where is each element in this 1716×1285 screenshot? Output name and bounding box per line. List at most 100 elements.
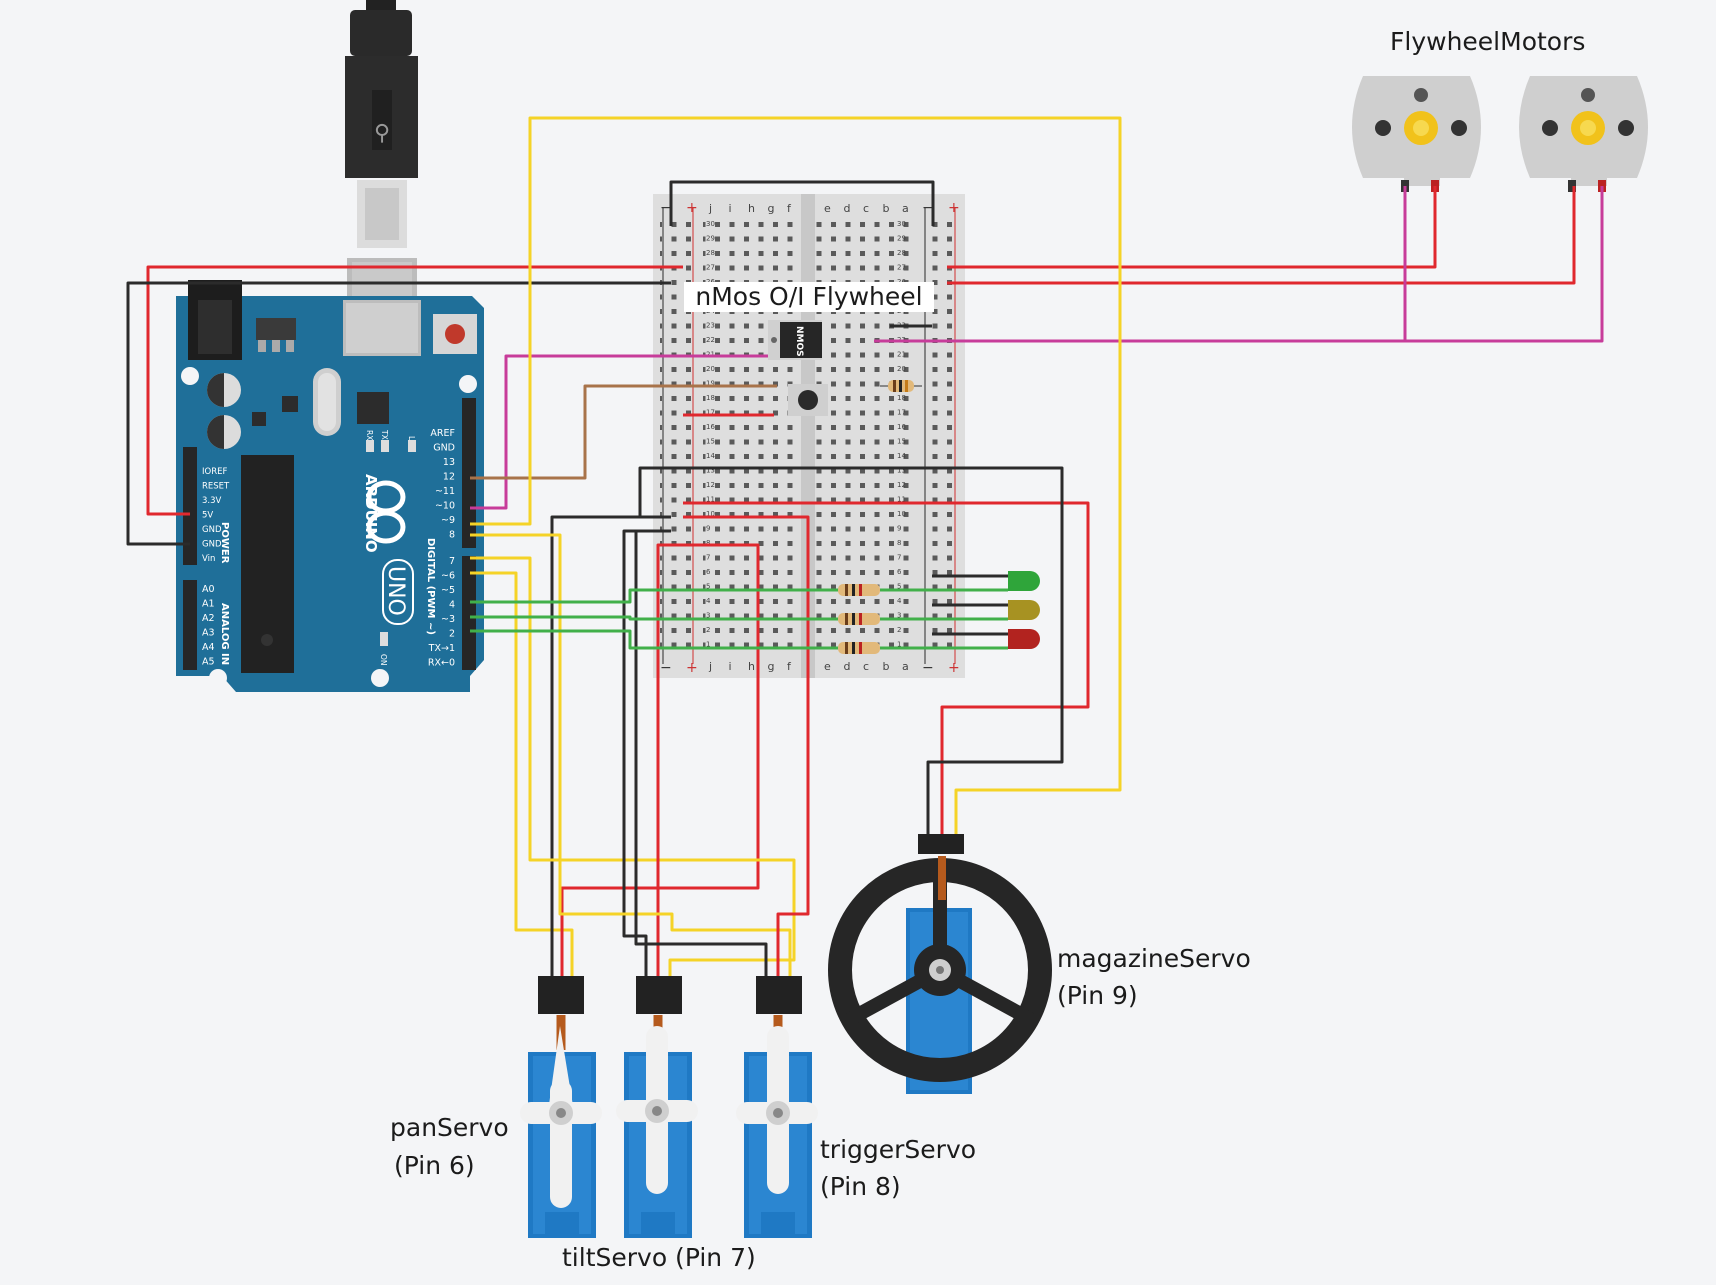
breadboard-column-letter: h xyxy=(748,660,755,673)
breadboard-row-number: 18 xyxy=(897,394,906,402)
board-led-labels: RX TX L ON xyxy=(365,429,416,666)
breadboard-row-number: 28 xyxy=(897,249,906,257)
breadboard-column-letter: i xyxy=(729,660,732,673)
breadboard-row-number: 30 xyxy=(706,220,715,228)
svg-text:RX: RX xyxy=(365,430,374,440)
breadboard-row-number: 12 xyxy=(897,481,906,489)
arduino-brand: ARDUINO xyxy=(362,474,380,553)
breadboard-row-number: 16 xyxy=(897,423,906,431)
magazine-servo-pin-label: (Pin 9) xyxy=(1057,981,1138,1010)
analog-pin-label: A5 xyxy=(202,657,215,668)
wire-motor-return-magenta xyxy=(874,186,1604,343)
digital-pin-label: 12 xyxy=(443,472,455,483)
digital-pin-label: ~10 xyxy=(435,501,455,512)
breadboard-row-number: 20 xyxy=(897,365,906,373)
breadboard-row-number: 22 xyxy=(706,336,715,344)
svg-text:−: − xyxy=(660,660,672,676)
breadboard-row-number: 27 xyxy=(706,264,715,272)
power-pin-label: 3.3V xyxy=(202,496,222,506)
breadboard-column-letter: b xyxy=(883,202,890,215)
power-pin-label: GND xyxy=(202,525,222,535)
breadboard-column-letter: c xyxy=(863,202,869,215)
breadboard-row-number: 30 xyxy=(897,220,906,228)
power-pin-label: RESET xyxy=(202,482,230,492)
breadboard-column-letter: j xyxy=(708,660,712,673)
breadboard-row-number: 14 xyxy=(897,452,906,460)
breadboard-row-number: 10 xyxy=(706,510,715,518)
digital-title: DIGITAL (PWM ~) xyxy=(425,538,436,635)
wires xyxy=(126,116,1604,978)
svg-text:+: + xyxy=(948,660,960,676)
breadboard-row-number: 9 xyxy=(706,525,710,533)
breadboard-column-letter: a xyxy=(902,660,909,673)
wire-motor1-red xyxy=(947,186,1437,269)
breadboard-row-number: 4 xyxy=(897,597,902,605)
breadboard-row-number: 10 xyxy=(897,510,906,518)
nmos-transistor: NMOS xyxy=(768,320,822,360)
svg-text:+: + xyxy=(686,660,698,676)
breadboard-row-number: 2 xyxy=(706,626,710,634)
power-title: POWER xyxy=(219,522,230,564)
wire-pan-vcc-red xyxy=(560,543,760,978)
breadboard-row-number: 11 xyxy=(897,496,906,504)
trigger-servo xyxy=(736,976,818,1238)
power-pin-label: Vin xyxy=(202,554,215,564)
svg-text:L: L xyxy=(407,436,416,441)
wire-gnd-black xyxy=(126,281,671,546)
breadboard-row-number: 8 xyxy=(706,539,710,547)
pushbutton xyxy=(788,384,828,416)
digital-pin-label: ~11 xyxy=(435,486,455,497)
analog-pin-label: A1 xyxy=(202,599,215,610)
breadboard-row-number: 29 xyxy=(706,235,715,243)
breadboard-rail-signs: − + − + − + − + xyxy=(660,200,960,676)
nmos-label: NMOS xyxy=(794,326,804,357)
breadboard-column-letter: h xyxy=(748,202,755,215)
wire-led-green-signal xyxy=(470,588,840,604)
breadboard-row-number: 1 xyxy=(897,641,901,649)
trigger-servo-pin-label: (Pin 8) xyxy=(820,1172,901,1201)
breadboard-banner-label: nMos O/I Flywheel xyxy=(684,282,934,312)
breadboard-column-letter: i xyxy=(729,202,732,215)
breadboard-row-number: 11 xyxy=(706,496,715,504)
breadboard-row-number: 7 xyxy=(897,554,901,562)
svg-text:+: + xyxy=(948,200,960,216)
digital-pin-label: ~9 xyxy=(441,515,455,526)
breadboard-column-letter: e xyxy=(824,202,831,215)
breadboard-row-number: 6 xyxy=(897,568,902,576)
flywheel-motors-label: FlywheelMotors xyxy=(1390,27,1586,56)
power-pin-label: 5V xyxy=(202,511,213,521)
breadboard-column-letter: f xyxy=(787,660,792,673)
led-red xyxy=(1008,629,1040,649)
breadboard-column-letter: c xyxy=(863,660,869,673)
digital-pin-label: 13 xyxy=(443,457,455,468)
breadboard-column-letter: d xyxy=(844,660,851,673)
arduino-labels: ARDUINO UNO POWER ANALOG IN DIGITAL (PWM… xyxy=(202,428,455,669)
analog-pin-label: A0 xyxy=(202,584,215,595)
wire-trigger-vcc-red xyxy=(683,515,810,978)
arduino-model: UNO xyxy=(383,566,408,616)
arduino-uno-board xyxy=(176,280,484,692)
breadboard-row-number: 2 xyxy=(897,626,901,634)
breadboard-row-number: 16 xyxy=(706,423,715,431)
tilt-servo xyxy=(616,976,698,1238)
breadboard-row-number: 20 xyxy=(706,365,715,373)
svg-text:⚲: ⚲ xyxy=(374,121,390,146)
breadboard-row-number: 19 xyxy=(706,380,715,388)
breadboard-column-letter: d xyxy=(844,202,851,215)
pan-servo-pin-label: (Pin 6) xyxy=(394,1151,475,1180)
breadboard-row-number: 14 xyxy=(706,452,715,460)
analog-pin-label: A4 xyxy=(202,642,215,653)
breadboard-row-number: 6 xyxy=(706,568,711,576)
svg-text:TX: TX xyxy=(380,429,389,440)
led-yellow xyxy=(1008,600,1040,620)
digital-pin-label: ~6 xyxy=(441,571,455,582)
svg-text:+: + xyxy=(686,200,698,216)
wire-led-yellow-signal xyxy=(470,615,840,621)
breadboard-row-number: 28 xyxy=(706,249,715,257)
